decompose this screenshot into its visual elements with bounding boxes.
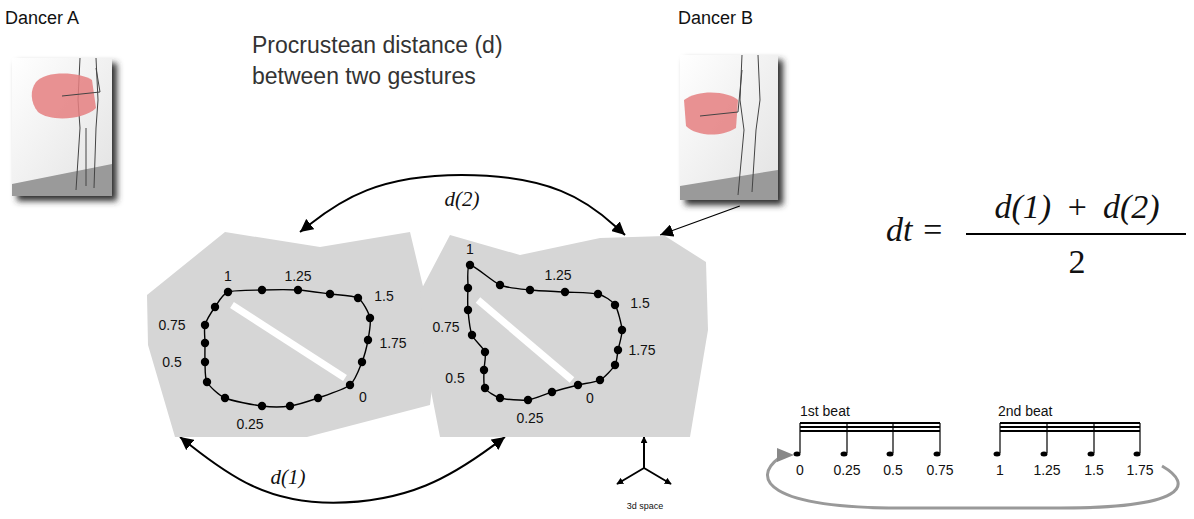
sample-dot	[596, 376, 604, 384]
sample-dot	[611, 301, 619, 309]
time-number: 0	[359, 389, 367, 406]
sample-dot	[466, 261, 474, 269]
plane-shape	[420, 235, 710, 437]
sample-dot	[294, 286, 302, 294]
sample-dot	[496, 281, 504, 289]
sample-dot	[561, 288, 569, 296]
time-number: 0.5	[162, 354, 181, 371]
sample-dot	[211, 303, 219, 311]
diagram-title: Procrustean distance (d) between two ges…	[252, 30, 562, 92]
time-number: 0	[586, 390, 594, 407]
dancer-label: Dancer A	[5, 8, 79, 30]
beat-label: 1st beat	[800, 403, 850, 420]
sample-dot	[481, 348, 489, 356]
fraction-bar	[966, 234, 1186, 235]
distance-label: d(2)	[443, 188, 482, 211]
time-number: 0.5	[883, 462, 902, 479]
plane-stripe	[478, 300, 572, 380]
sample-dot	[201, 321, 209, 329]
time-number: 1.75	[1126, 462, 1153, 479]
dancer-panel: Dancer A	[3, 6, 118, 202]
sample-dot	[201, 358, 209, 366]
formula-text: dt =	[886, 210, 944, 251]
sample-dot	[480, 366, 488, 374]
plane-outline	[420, 235, 708, 437]
sample-dot	[614, 346, 622, 354]
sample-dot	[481, 384, 489, 392]
formula-denominator: 2	[1069, 242, 1086, 283]
gesture-plane: 0 0.25 0.5 0.75 1 1.25 1.5 1.75	[420, 235, 710, 437]
time-number: 0.75	[158, 317, 185, 334]
dancer-b-picture	[680, 55, 783, 205]
plane-shape	[147, 232, 439, 437]
sample-dot	[314, 394, 322, 402]
formula-numerator: d(1) + d(2)	[994, 187, 1159, 228]
plane-stripe	[232, 305, 345, 378]
time-number: 1	[466, 241, 474, 258]
sample-dot	[524, 396, 532, 404]
sample-dot	[221, 394, 229, 402]
time-number: 0.25	[516, 410, 543, 427]
distance-arrow	[180, 437, 505, 503]
time-number: 1.5	[374, 288, 393, 305]
beat-label: 2nd beat	[998, 403, 1053, 420]
sample-dot	[364, 336, 372, 344]
sample-dot	[258, 402, 266, 410]
beat-notation	[794, 423, 1141, 457]
time-number: 1.5	[1084, 462, 1103, 479]
time-number: 0.75	[432, 319, 459, 336]
time-number: 1.5	[630, 295, 649, 312]
sample-dot	[594, 290, 602, 298]
sample-dot	[358, 358, 366, 366]
time-number: 1	[996, 462, 1004, 479]
time-number: 1.25	[284, 268, 311, 285]
time-number: 0.5	[445, 370, 464, 387]
time-number: 1.25	[544, 267, 571, 284]
time-number: 0.75	[926, 462, 953, 479]
sample-dot	[354, 294, 362, 302]
sample-dot	[496, 394, 504, 402]
sample-dot	[548, 388, 556, 396]
time-number: 1	[224, 268, 232, 285]
sample-dot	[258, 286, 266, 294]
sample-dot	[286, 402, 294, 410]
sample-dot	[201, 339, 209, 347]
sample-dot	[574, 381, 582, 389]
sample-dot	[464, 306, 472, 314]
plane-outline	[147, 232, 437, 437]
axes-symbol	[617, 437, 671, 484]
distance-label: d(1)	[269, 466, 308, 489]
sample-dot	[526, 286, 534, 294]
sample-dot	[366, 314, 374, 322]
gesture-loop	[204, 290, 370, 407]
time-number: 0.25	[833, 462, 860, 479]
sample-dot	[468, 331, 476, 339]
beat-loop	[767, 448, 1178, 508]
time-number: 1.75	[379, 335, 406, 352]
gesture-loop	[468, 265, 622, 400]
dancer-label: Dancer B	[678, 8, 753, 30]
dancer-panel: Dancer B	[676, 6, 786, 206]
distance-arrow	[660, 206, 740, 235]
sample-dot	[346, 381, 354, 389]
sample-dot	[611, 361, 619, 369]
distance-arrow	[300, 175, 625, 235]
time-number: 0	[796, 462, 804, 479]
sample-dot	[326, 290, 334, 298]
gesture-plane: 0 0.25 0.5 0.75 1 1.25 1.5 1.75	[147, 232, 439, 437]
sample-dot	[203, 378, 211, 386]
sample-dot	[224, 288, 232, 296]
axes-caption: 3d space	[627, 501, 664, 512]
sample-dot	[618, 326, 626, 334]
time-number: 0.25	[236, 416, 263, 433]
time-number: 1.75	[628, 342, 655, 359]
dancer-a-picture	[12, 58, 117, 201]
time-number: 1.25	[1033, 462, 1060, 479]
sample-dot	[464, 284, 472, 292]
